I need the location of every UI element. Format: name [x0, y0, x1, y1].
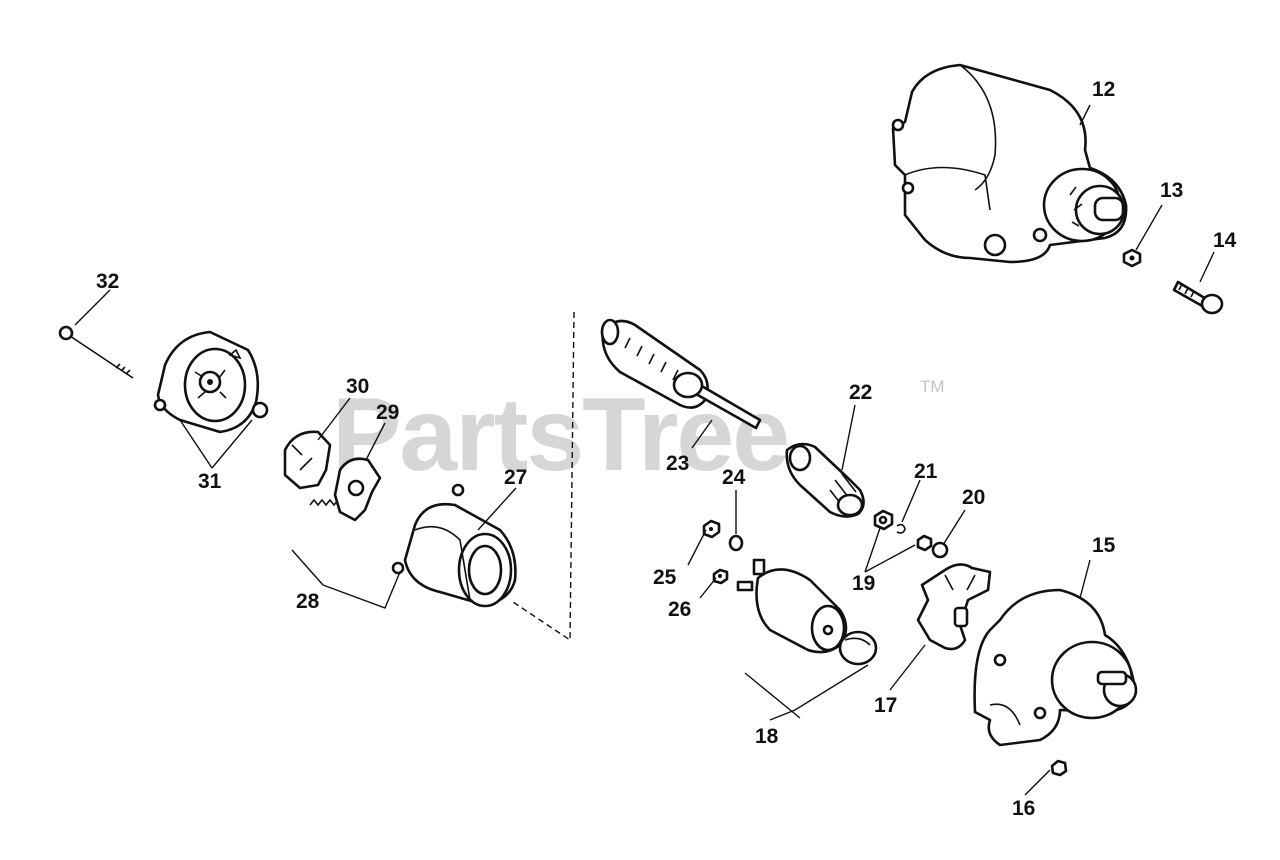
callout-27: 27 — [504, 466, 527, 489]
leader-lines — [74, 104, 1215, 796]
callout-32: 32 — [96, 270, 119, 293]
drive-end-cap-icon[interactable] — [973, 588, 1138, 747]
callout-24: 24 — [722, 466, 746, 489]
callout-13: 13 — [1160, 179, 1183, 202]
callout-30: 30 — [346, 375, 369, 398]
callout-15: 15 — [1092, 534, 1116, 557]
through-bolt-icon[interactable] — [58, 325, 134, 379]
callout-22: 22 — [849, 381, 872, 404]
callout-12: 12 — [1092, 78, 1115, 101]
callout-17: 17 — [874, 694, 897, 717]
callout-25: 25 — [653, 566, 677, 589]
washer-set-icon[interactable] — [873, 509, 933, 552]
field-frame-icon[interactable] — [391, 483, 517, 608]
drive-lever-icon[interactable] — [916, 563, 992, 651]
plate-icon[interactable] — [283, 430, 332, 490]
callout-23: 23 — [666, 452, 689, 475]
nut-icon[interactable] — [702, 519, 721, 539]
callout-28: 28 — [296, 590, 320, 613]
brush-holder-icon[interactable] — [333, 457, 382, 522]
washer-icon[interactable] — [1122, 248, 1142, 268]
drive-pinion-icon[interactable] — [785, 442, 865, 518]
retaining-clip-icon[interactable] — [896, 523, 906, 534]
watermark-trademark: TM — [920, 377, 945, 396]
nut-icon[interactable] — [1050, 759, 1068, 777]
starter-assembly-icon[interactable] — [891, 63, 1128, 264]
armature-icon[interactable] — [600, 318, 762, 430]
washer-icon[interactable] — [931, 541, 949, 559]
callout-18: 18 — [755, 725, 779, 748]
screw-icon[interactable] — [1172, 280, 1224, 315]
callout-21: 21 — [914, 460, 938, 483]
commutator-end-cap-icon[interactable] — [153, 330, 269, 434]
nut-icon[interactable] — [712, 568, 729, 585]
callout-29: 29 — [376, 401, 399, 424]
brush-spring-icon[interactable] — [309, 498, 339, 507]
callout-19: 19 — [852, 572, 875, 595]
callout-20: 20 — [962, 486, 985, 509]
callout-31: 31 — [198, 470, 222, 493]
callout-14: 14 — [1213, 229, 1237, 252]
callout-16: 16 — [1012, 797, 1035, 820]
watermark-text: PartsTree — [332, 377, 788, 493]
callout-26: 26 — [668, 598, 691, 621]
washer-icon[interactable] — [728, 534, 744, 552]
solenoid-icon[interactable] — [736, 558, 878, 666]
